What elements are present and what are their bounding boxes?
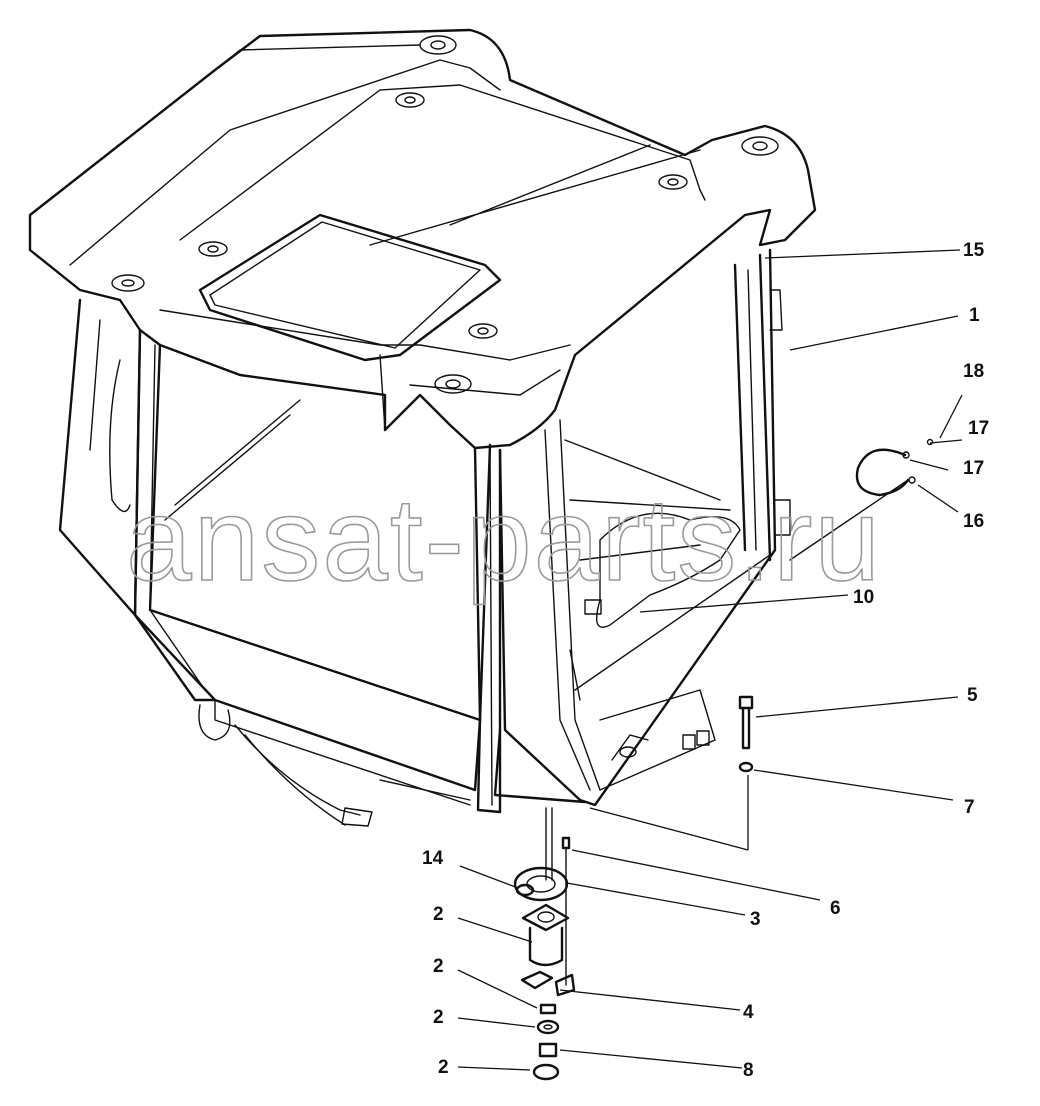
- mount-assembly: [513, 695, 754, 1081]
- callout-7: 7: [964, 797, 975, 818]
- callout-1: 1: [969, 305, 980, 326]
- callout-18: 18: [963, 361, 984, 382]
- cab-frame: [58, 248, 791, 827]
- watermark: ansat-parts.ru: [126, 474, 882, 606]
- callout-2-washer: 2: [433, 1007, 444, 1028]
- callout-4: 4: [743, 1002, 754, 1023]
- roof-hatch: [198, 213, 502, 362]
- callout-17-upper: 17: [968, 418, 989, 439]
- leader-lines: [457, 249, 963, 1071]
- safety-pin-clip: [789, 438, 934, 561]
- callout-17-lower: 17: [963, 458, 984, 479]
- callout-16: 16: [963, 511, 984, 532]
- callout-2-upper-washer: 2: [433, 956, 444, 977]
- callout-15: 15: [963, 240, 985, 261]
- cab-roof: [28, 28, 817, 450]
- callout-labels: 15 1 18 17 17 16 10 5 7 6 14 3 2 2 4 2 8…: [422, 240, 989, 1081]
- roof-mount-bosses: [111, 35, 779, 394]
- callout-8: 8: [743, 1060, 754, 1081]
- callout-3: 3: [750, 909, 761, 930]
- callout-14: 14: [422, 848, 444, 869]
- callout-2-isolator: 2: [433, 904, 444, 925]
- callout-5: 5: [967, 685, 978, 706]
- callout-2-lower: 2: [438, 1057, 449, 1078]
- callout-6: 6: [830, 898, 841, 919]
- callout-10: 10: [853, 587, 874, 608]
